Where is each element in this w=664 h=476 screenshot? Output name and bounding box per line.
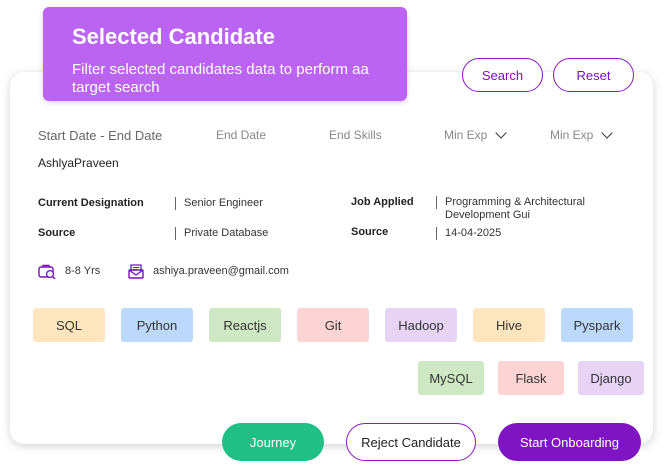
chevron-down-icon [495, 127, 508, 139]
skill-chip-python: Python [121, 308, 193, 342]
source-label: Source [38, 227, 76, 239]
skill-chip-flask: Flask [498, 361, 564, 395]
search-button[interactable]: Search [462, 58, 543, 92]
date-range-label: Start Date - End Date [38, 128, 163, 143]
experience-value: 8-8 Yrs [65, 265, 101, 277]
experience-info: 8-8 Yrs [38, 263, 100, 279]
job-applied-label: Job Applied [351, 196, 414, 208]
skill-chip-reactjs: Reactjs [209, 308, 281, 342]
skill-chip-pyspark: Pyspark [561, 308, 633, 342]
email-value: ashiya.praveen@gmail.com [153, 265, 289, 277]
skill-chip-hadoop: Hadoop [385, 308, 457, 342]
current-designation-value: Senior Engineer [175, 197, 263, 210]
source2-label: Source [351, 226, 389, 238]
current-designation-label: Current Designation [38, 197, 144, 209]
job-applied-value: Programming & Architectural Development … [436, 196, 620, 222]
page-subtitle: Filter selected candidates data to perfo… [72, 61, 369, 96]
min-exp-dropdown-1[interactable]: Min Exp [444, 127, 508, 142]
end-date-label: End Date [216, 128, 267, 142]
date-range-filter[interactable]: Start Date - End Date [38, 128, 162, 143]
email-info: ashiya.praveen@gmail.com [128, 263, 289, 279]
reset-button[interactable]: Reset [553, 58, 634, 92]
min-exp-label-2: Min Exp [550, 128, 594, 142]
source2-value: 14-04-2025 [435, 227, 502, 240]
min-exp-dropdown-2[interactable]: Min Exp [550, 127, 614, 142]
skill-chip-git: Git [297, 308, 369, 342]
chevron-down-icon [601, 127, 614, 139]
reject-candidate-button[interactable]: Reject Candidate [346, 423, 476, 461]
page-title: Selected Candidate [72, 24, 275, 49]
candidate-name: AshlyaPraveen [38, 156, 119, 170]
mail-icon [128, 264, 144, 279]
journey-button[interactable]: Journey [222, 423, 324, 461]
start-onboarding-button[interactable]: Start Onboarding [498, 423, 641, 461]
end-skills-label: End Skills [329, 128, 382, 142]
header-banner: Selected Candidate Filter selected candi… [43, 7, 407, 101]
min-exp-label-1: Min Exp [444, 128, 488, 142]
end-date-filter[interactable]: End Date [216, 128, 266, 142]
skill-chip-hive: Hive [473, 308, 545, 342]
skill-chip-mysql: MySQL [418, 361, 484, 395]
skill-chip-django: Django [578, 361, 644, 395]
end-skills-filter[interactable]: End Skills [329, 128, 382, 142]
skill-chip-sql: SQL [33, 308, 105, 342]
briefcase-icon [38, 264, 56, 279]
source-value: Private Database [174, 227, 269, 240]
